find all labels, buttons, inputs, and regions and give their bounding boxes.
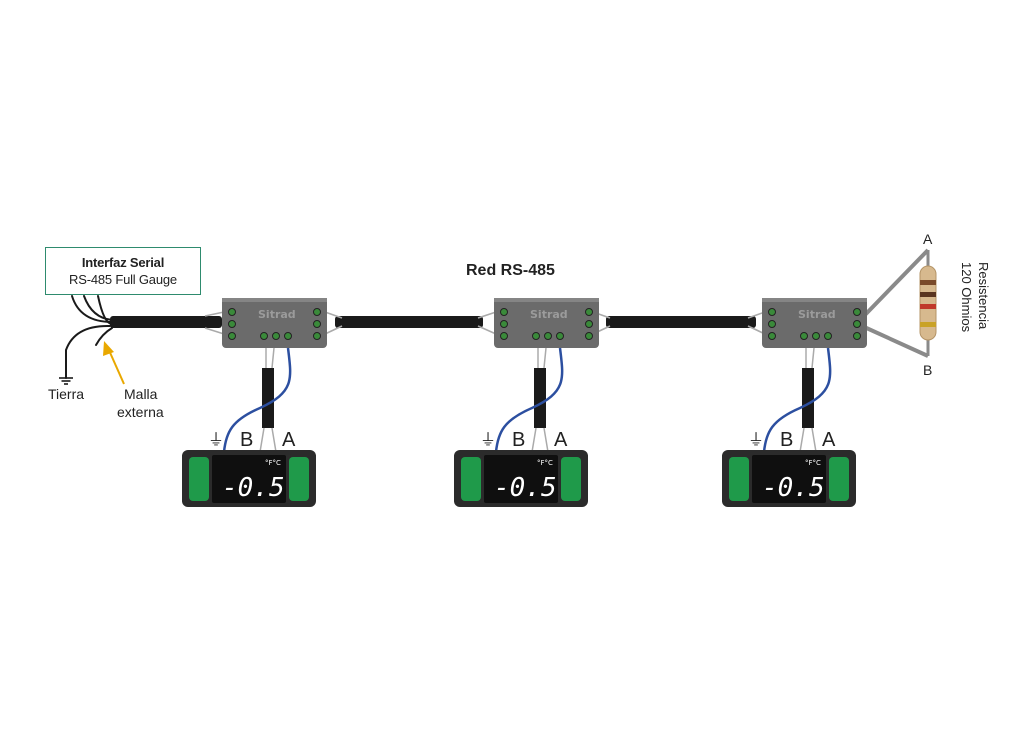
sitrad-module: Sitrad xyxy=(494,298,599,348)
drop-cable xyxy=(494,347,564,453)
ground-label: Tierra xyxy=(48,386,85,402)
interface-wires xyxy=(65,295,113,379)
sitrad-module: Sitrad xyxy=(222,298,327,348)
module-logo: Sitrad xyxy=(798,308,836,321)
shield-label-line1: Malla xyxy=(124,386,158,402)
drop-cable xyxy=(222,347,292,453)
drop-cable xyxy=(762,347,832,453)
controller-display: -0.5 xyxy=(494,473,557,503)
serial-interface-title: Interfaz Serial xyxy=(81,255,165,270)
module-logo: Sitrad xyxy=(530,308,568,321)
terminal-b-label: B xyxy=(780,429,793,451)
terminal-a-label: A xyxy=(282,429,296,451)
terminal-b-label: B xyxy=(512,429,525,451)
resistor-branch: A B Resistencia 120 Ohmios xyxy=(860,231,991,378)
controller-display: -0.5 xyxy=(222,473,285,503)
module-logo: Sitrad xyxy=(258,308,296,321)
controller-unit: °F°C xyxy=(805,459,821,467)
node-1: Sitrad ⏚ B A -0.5 °F°C xyxy=(182,298,327,507)
resistor-label-line1: Resistencia xyxy=(976,262,991,330)
controller-display: -0.5 xyxy=(762,473,825,503)
controller-unit: °F°C xyxy=(537,459,553,467)
terminal-a-label: A xyxy=(822,429,836,451)
node-2: Sitrad ⏚ B A -0.5 °F°C xyxy=(454,298,599,507)
controller-unit: °F°C xyxy=(265,459,281,467)
controller-device: -0.5 °F°C xyxy=(722,450,856,507)
trunk-cables xyxy=(110,316,756,328)
terminal-b-label: B xyxy=(240,429,253,451)
controller-device: -0.5 °F°C xyxy=(182,450,316,507)
controller-device: -0.5 °F°C xyxy=(454,450,588,507)
ground-icon xyxy=(59,377,73,385)
resistor-terminal-a: A xyxy=(923,231,933,247)
serial-interface-subtitle: RS-485 Full Gauge xyxy=(69,272,177,287)
resistor-terminal-b: B xyxy=(923,362,932,378)
shield-label-line2: externa xyxy=(117,404,164,420)
shield-arrow-icon xyxy=(103,341,125,385)
serial-interface-box: Interfaz Serial RS-485 Full Gauge xyxy=(45,247,201,295)
terminal-a-label: A xyxy=(554,429,568,451)
ground-terminal-icon: ⏚ xyxy=(748,431,764,449)
resistor-label-line2: 120 Ohmios xyxy=(959,262,974,333)
resistor-icon xyxy=(919,265,937,341)
node-3: Sitrad ⏚ B A -0.5 °F°C xyxy=(722,298,867,507)
sitrad-module: Sitrad xyxy=(762,298,867,348)
ground-terminal-icon: ⏚ xyxy=(480,431,496,449)
ground-terminal-icon: ⏚ xyxy=(208,431,224,449)
network-title: Red RS-485 xyxy=(466,262,555,279)
